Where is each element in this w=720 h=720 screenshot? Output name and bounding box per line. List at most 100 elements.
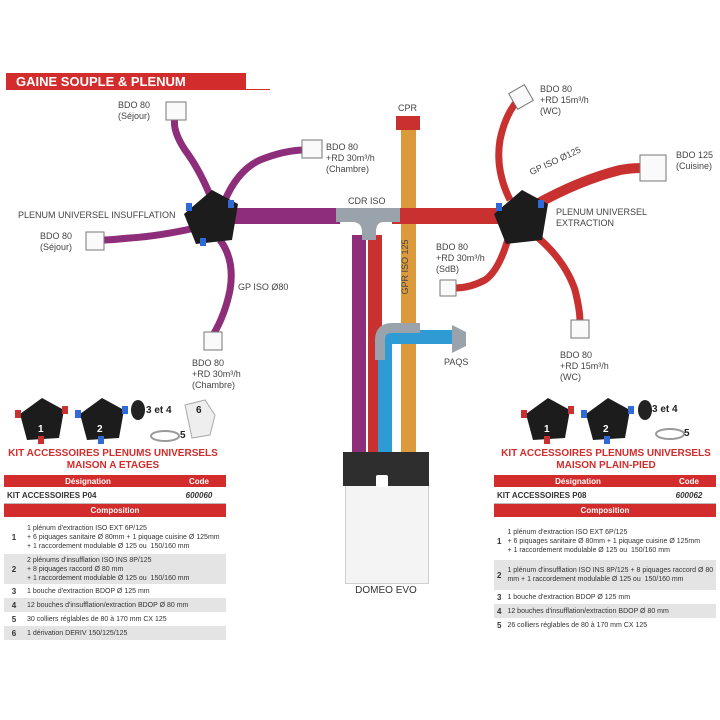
kit-left-table: Désignation Code KIT ACCESSOIRES P04 600… [4,475,226,517]
kit-left-badge-1: 1 [38,424,44,435]
plenum-extraction-port-2 [538,200,544,208]
kit-right-row-num: 3 [497,592,502,602]
kit-right-badge-5: 5 [684,428,690,439]
kit-right-row-num: 2 [494,560,505,590]
table-row: 3 1 bouche d'extraction BDOP Ø 125 mm [4,584,226,598]
label-bdo80-chambre-top: BDO 80 +RD 30m³/h (Chambre) [326,142,375,174]
kit-left-bouche-icon [131,400,145,420]
page-title: GAINE SOUPLE & PLENUM UNIVERSEL [6,73,246,106]
bdo80-sejour-left-box [85,231,105,251]
kit-right-composition-row: Composition [494,503,716,517]
branch-cuisine [532,163,643,210]
label-plenum-insufflation: PLENUM UNIVERSEL INSUFFLATION [18,210,176,220]
plenum-insufflation [184,190,238,244]
bdo80-chambre-top-box [301,139,323,159]
kit-left-plenum-2 [80,398,124,440]
kit-right-col-designation: Désignation [494,475,662,487]
kit-right-title-line2: MAISON PLAIN-PIED [556,460,656,471]
kit-left-title-line2: MAISON A ETAGES [66,460,160,471]
paqs-duct [378,330,455,458]
bdo125-cuisine-box [639,154,667,182]
kit-left-row-text: 30 colliers réglables de 80 à 170 mm CX … [27,615,167,623]
kit-right-badge-3-4: 3 et 4 [652,404,678,415]
kit-right-plenum-2-port-2 [628,406,634,414]
plenum-extraction [494,190,548,244]
kit-left-code: 600060 [172,487,226,504]
kit-right-name-row: KIT ACCESSOIRES P08 600062 [494,487,716,504]
label-cpr: CPR [398,103,418,113]
kit-right-title-line1: KIT ACCESSOIRES PLENUMS UNIVERSELS [501,448,711,459]
kit-left-row-text: 2 plénums d'insufflation ISO INS 8P/125 … [24,554,226,584]
label-bdo125-cuisine: BDO 125 (Cuisine) [676,150,714,171]
kit-left-row-num: 5 [11,614,17,624]
kit-right-title: KIT ACCESSOIRES PLENUMS UNIVERSELS MAISO… [498,448,714,472]
kit-right-bouche-icon [638,400,652,420]
insufflation-riser [352,235,366,457]
kit-right-collier-icon [655,428,685,440]
label-bdo80-wc-top: BDO 80 +RD 15m³/h (WC) [540,84,589,116]
kit-left-name: KIT ACCESSOIRES P04 [4,487,172,504]
kit-right-row-num: 1 [497,536,502,546]
plenum-insufflation-port-2 [228,200,234,208]
extraction-main [392,208,504,224]
kit-right-plenum-1-port-1 [521,410,527,418]
kit-right-row-text: 26 colliers réglables de 80 à 170 mm CX … [507,621,648,629]
domeo-logo [376,475,388,487]
kit-right-badge-2: 2 [603,424,609,435]
kit-left-name-row: KIT ACCESSOIRES P04 600060 [4,487,226,504]
label-bdo80-chambre-bottom: BDO 80 +RD 30m³/h (Chambre) [192,358,241,390]
domeo-label: DOMEO EVO [355,585,417,596]
kit-left-row-num: 4 [4,598,24,612]
plenum-insufflation-port-3 [200,238,206,246]
kit-right-row-text: 1 plénum d'insufflation ISO INS 8P/125 +… [504,560,717,590]
kit-right-row-num: 4 [494,604,505,618]
kit-left-plenum-1-port-3 [38,436,44,444]
bdo80-sdb-box [439,279,457,297]
kit-right-col-code: Code [662,475,716,487]
branch-chambre-top [221,146,306,202]
branch-wc-top [495,97,521,202]
bdo80-chambre-bottom-box [203,331,223,351]
kit-right-code: 600062 [662,487,716,504]
branch-sdb [454,231,514,292]
kit-left-plenum-2-port-2 [122,406,128,414]
label-paqs: PAQS [444,357,469,367]
paqs-outlet [452,325,466,353]
label-gpr-iso-125: GPR ISO 125 [400,239,410,295]
kit-right-plenum-2-port-1 [581,410,587,418]
kit-left-derivation-icon [184,399,216,439]
kit-left-row-num: 1 [11,532,17,542]
kit-left-row-num: 3 [11,586,17,596]
kit-left-composition-row: Composition [4,503,226,517]
bdo80-sejour-top-box [165,101,187,121]
kit-left-row-text: 1 bouche d'extraction BDOP Ø 125 mm [27,587,150,595]
kit-left-badge-2: 2 [97,424,103,435]
kit-left-composition-label: Composition [4,503,226,517]
label-bdo80-wc-bottom: BDO 80 +RD 15m³/h (WC) [560,350,609,382]
kit-left-col-code: Code [172,475,226,487]
kit-left-badge-6: 6 [196,405,202,416]
kit-left-row-num: 2 [4,554,24,584]
kit-left-collier-icon [150,430,180,442]
kit-right-badge-1: 1 [544,424,550,435]
kit-left-plenum-1-port-2 [62,406,68,414]
label-bdo80-sejour-left: BDO 80 (Séjour) [40,231,73,252]
kit-left-plenum-1 [20,398,64,440]
branch-wc-bottom [532,232,584,323]
kit-right-row-text: 12 bouches d'insufflation/extraction BDO… [504,604,717,618]
table-row: 5 30 colliers réglables de 80 à 170 mm CX… [4,612,226,626]
kit-right-table: Désignation Code KIT ACCESSOIRES P08 600… [494,475,716,517]
kit-left-badge-5: 5 [180,430,186,441]
kit-left-row-text: 12 bouches d'insufflation/extraction BDO… [24,598,226,612]
cpr-cap [396,116,420,130]
plenum-extraction-port-1 [496,203,502,211]
kit-right-plenum-1-port-3 [544,436,550,444]
